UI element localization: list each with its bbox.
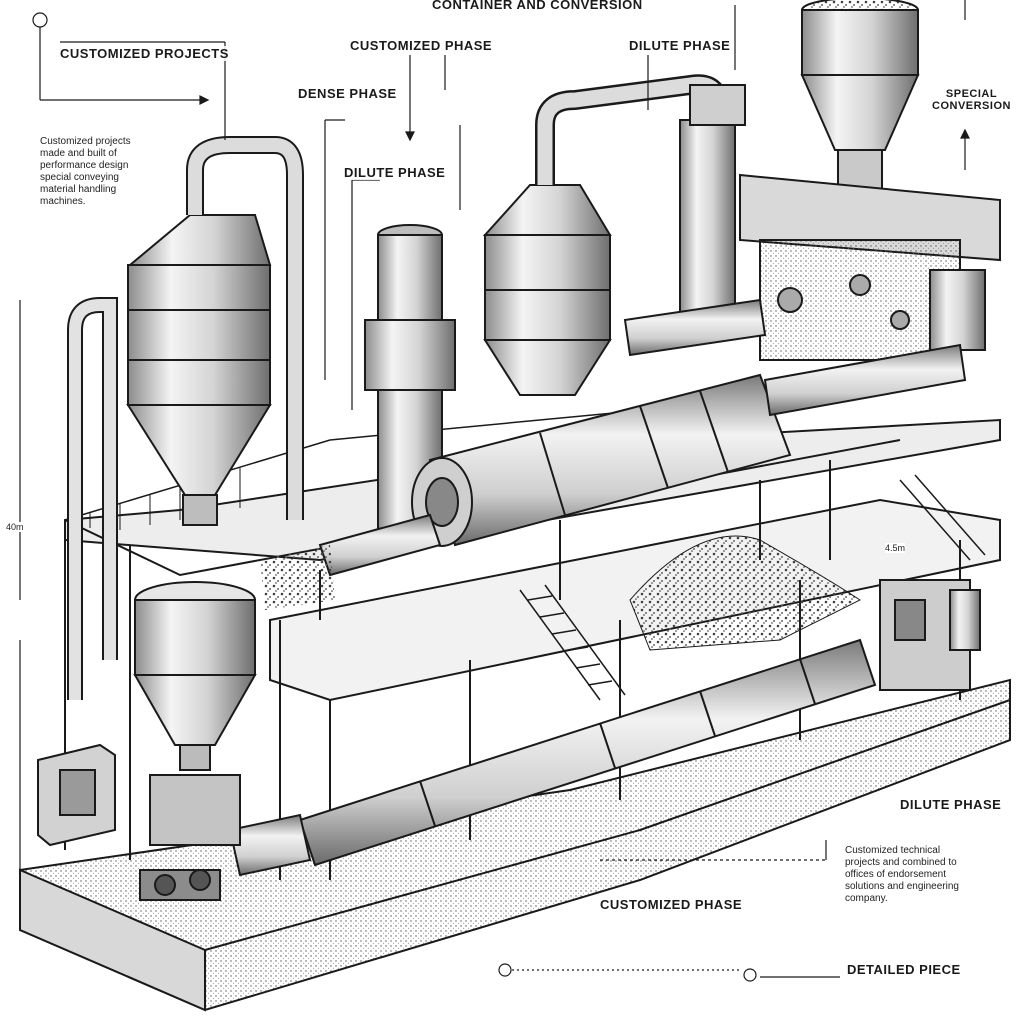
right-ground-machine — [879, 579, 981, 691]
dilute-phase-top-label: DILUTE PHASE — [627, 38, 733, 53]
left-silo — [126, 214, 272, 526]
dense-phase-label: DENSE PHASE — [296, 86, 399, 101]
left-description-note: Customized projects made and built of pe… — [40, 136, 180, 208]
gravel-pile — [260, 535, 861, 651]
detailed-piece-label: DETAILED PIECE — [845, 962, 963, 977]
bottom-conveyor-pipe — [298, 638, 877, 867]
middle-silo — [482, 184, 612, 396]
dilute-phase-mid-label: DILUTE PHASE — [342, 165, 448, 180]
left-riser-pipe — [67, 297, 118, 700]
right-machinery — [739, 173, 1001, 361]
top-hopper — [800, 0, 920, 201]
base-slab — [19, 678, 1011, 1012]
left-gooseneck-pipe — [186, 136, 304, 520]
upper-right-pipe — [623, 298, 967, 417]
special-conversion-label: SPECIAL CONVERSION — [930, 88, 1013, 112]
customized-phase-label: CUSTOMIZED PHASE — [348, 38, 495, 53]
main-drum — [411, 373, 792, 547]
width-dimension: 4.5m — [885, 543, 906, 553]
dilute-phase-right-label: DILUTE PHASE — [898, 797, 1004, 812]
staircase — [519, 474, 986, 701]
customized-phase-bottom-label: CUSTOMIZED PHASE — [598, 897, 745, 912]
lower-hopper — [133, 581, 257, 771]
right-description-note: Customized technical projects and combin… — [845, 845, 1015, 905]
height-dimension: 40m — [6, 522, 24, 532]
electrical-box — [37, 743, 116, 847]
tall-column — [679, 84, 746, 321]
motor-assembly — [139, 774, 312, 901]
customized-projects-label: CUSTOMIZED PROJECTS — [58, 46, 231, 61]
top-title-label: CONTAINER AND CONVERSION — [430, 0, 645, 12]
